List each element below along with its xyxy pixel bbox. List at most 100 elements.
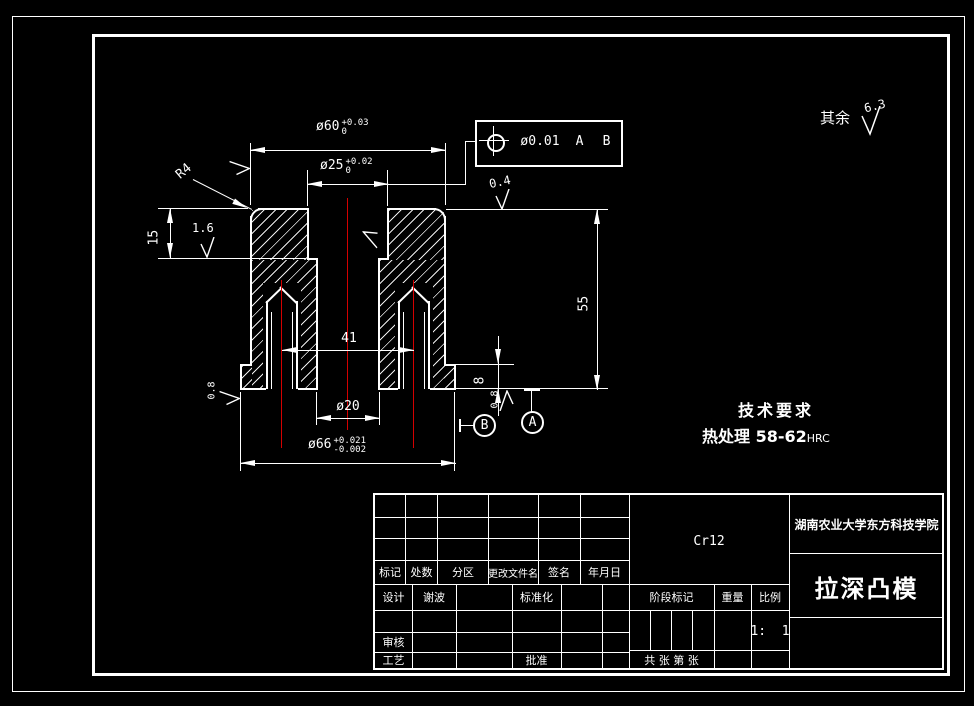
dimension-line [240, 392, 241, 471]
dim-15: 15 [146, 229, 162, 246]
tb-approve-label: 批准 [525, 654, 548, 667]
title-block-line [373, 610, 789, 611]
tb-part-name: 拉深凸模 [814, 574, 919, 603]
arrowhead [282, 347, 297, 353]
tb-weight-label: 重量 [721, 591, 744, 604]
title-block-line [789, 617, 944, 618]
dimension-line [456, 388, 608, 389]
part-outline [307, 258, 318, 260]
tb-col-date: 年月日 [588, 566, 621, 579]
section-hatch [444, 366, 454, 388]
title-block-line [373, 560, 629, 561]
title-block-line [373, 584, 789, 585]
dimension-line [170, 208, 171, 258]
part-outline [307, 208, 309, 260]
datum-b-symbol: B [473, 414, 496, 437]
dimension-line [307, 170, 308, 206]
dimension-line [250, 143, 251, 205]
tb-scale-value: 1: 1 [750, 623, 790, 639]
drawing-frame [92, 34, 950, 676]
part-outline [378, 258, 389, 260]
dimension-line [316, 418, 380, 419]
dimension-line [454, 392, 455, 471]
title-block-line [561, 584, 562, 670]
dimension-line [459, 419, 461, 432]
dimension-line [524, 389, 540, 391]
title-block-line [373, 538, 629, 539]
part-corner-right [431, 208, 446, 223]
arrowhead [374, 181, 389, 187]
roughness-icon-flange [219, 390, 241, 406]
centerline [347, 198, 348, 430]
dimension-line [461, 425, 474, 426]
arrowhead [594, 375, 600, 390]
tb-standardization-label: 标准化 [520, 591, 553, 604]
screw-hole-outline [266, 301, 268, 389]
arrowhead [594, 209, 600, 224]
title-block-line [373, 652, 629, 653]
dimension-line [379, 392, 380, 425]
dimension-line [456, 364, 514, 365]
dimension-line [466, 141, 476, 142]
arrowhead [250, 147, 265, 153]
title-block-line [789, 493, 790, 670]
paper-border [12, 16, 965, 692]
title-block-line [650, 610, 651, 650]
part-outline [240, 364, 242, 390]
title-block [373, 493, 944, 670]
rest-roughness-label: 其余 [820, 109, 851, 127]
position-icon-hline [479, 140, 509, 141]
title-block-line [412, 584, 413, 670]
dimension-line [282, 350, 414, 351]
tb-scale-label: 比例 [759, 591, 781, 604]
part-outline [258, 208, 309, 210]
arrowhead [495, 388, 501, 403]
dimension-line [597, 209, 598, 390]
centerline [413, 280, 414, 448]
title-block-line [602, 584, 603, 670]
section-hatch [242, 366, 252, 388]
dimension-line [240, 463, 456, 464]
roughness-flange-value: 0.8 [206, 381, 218, 400]
title-block-line [373, 517, 629, 518]
title-block-line [456, 584, 457, 670]
title-block-line [789, 553, 944, 554]
dimension-line [531, 391, 532, 412]
dimension-line [316, 392, 317, 425]
arrowhead [365, 415, 380, 421]
part-outline [250, 216, 252, 366]
dim-diameter-66: ø66 +0.021-0.002 [308, 436, 366, 455]
rest-roughness-icon [861, 106, 881, 136]
title-block-line [629, 650, 789, 651]
arrowhead [399, 347, 414, 353]
dimension-line [445, 143, 446, 205]
title-block-line [629, 493, 630, 670]
tb-check-label: 审核 [382, 636, 405, 649]
tb-stage-label: 阶段标记 [649, 591, 694, 604]
part-outline [444, 216, 446, 366]
part-outline [430, 388, 456, 390]
title-block-line [714, 584, 715, 670]
dimension-line [446, 209, 608, 210]
dimension-line [158, 208, 248, 209]
fcf-tolerance: ø0.01 [520, 134, 560, 149]
tb-col-sign: 签名 [548, 566, 570, 579]
title-block-line [373, 632, 629, 633]
title-block-line [512, 584, 513, 670]
part-outline [240, 364, 252, 366]
screw-hole-outline [424, 312, 425, 389]
roughness-icon-counter [495, 189, 510, 210]
roughness-icon-counterbore [361, 231, 378, 249]
dim-diameter-20: ø20 [336, 399, 360, 414]
dimension-line [465, 141, 466, 185]
tech-req-line: 热处理 58-62HRC [702, 427, 830, 446]
part-outline [298, 388, 318, 390]
arrowhead [240, 460, 255, 466]
dimension-line [158, 258, 306, 259]
roughness-icon-step [200, 237, 215, 258]
tb-design-label: 设计 [382, 591, 405, 604]
centerline [281, 280, 282, 448]
arrowhead [441, 460, 456, 466]
tb-col-zone: 分区 [452, 566, 474, 579]
